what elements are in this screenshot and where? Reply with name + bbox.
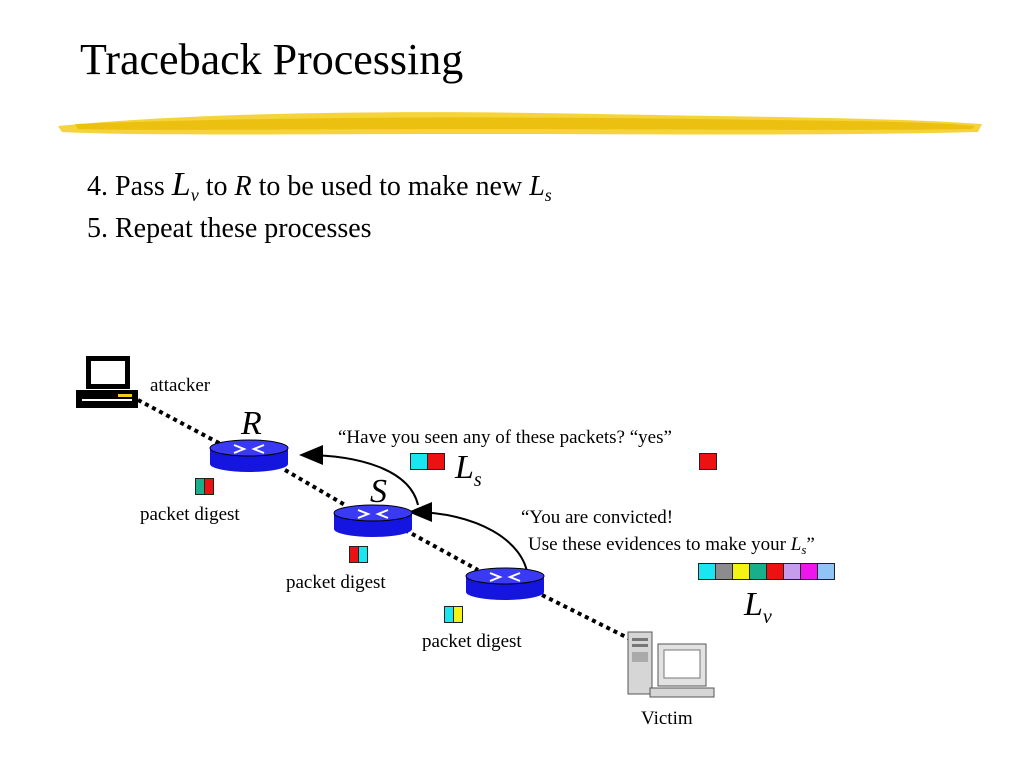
slide-title: Traceback Processing <box>80 35 464 84</box>
packet-digest-v-label: packet digest <box>422 631 522 652</box>
lv-label: Lv <box>744 586 772 628</box>
digest-v-yellow <box>453 606 463 623</box>
step-4: 4. Pass Lv to R to be used to make new L… <box>87 166 552 205</box>
arrow-to-r <box>299 445 419 506</box>
packet-digest-r-label: packet digest <box>140 504 240 525</box>
packet-digest-s-label: packet digest <box>286 572 386 593</box>
answer-line-2: Use these evidences to make your Ls” <box>528 534 815 557</box>
attacker-label: attacker <box>150 375 211 396</box>
lv-packet-cyan <box>698 563 716 580</box>
yes-packet-red <box>699 453 717 470</box>
digest-r-red <box>204 478 214 495</box>
lv-packet-teal <box>749 563 767 580</box>
ls-packet-red <box>427 453 445 470</box>
lv-packet-lavender <box>783 563 801 580</box>
query-question: “Have you seen any of these packets? “ye… <box>338 427 672 448</box>
router-r-label: R <box>241 405 262 442</box>
router-s-label: S <box>370 473 387 510</box>
attacker-computer-icon <box>76 356 138 408</box>
digest-s-cyan <box>358 546 368 563</box>
router-victim-side-icon <box>465 567 545 600</box>
lv-packet-lightblue <box>817 563 835 580</box>
lv-packet-gray <box>715 563 733 580</box>
step-5: 5. Repeat these processes <box>87 213 372 244</box>
router-r-icon <box>209 439 289 472</box>
lv-packet-yellow <box>732 563 750 580</box>
ls-packet-cyan <box>410 453 428 470</box>
lv-packet-red <box>766 563 784 580</box>
ls-label: Ls <box>455 449 482 491</box>
router-s-icon <box>333 504 413 537</box>
answer-line-1: “You are convicted! <box>521 507 674 528</box>
victim-label: Victim <box>641 708 693 729</box>
arrow-to-s <box>408 502 529 579</box>
victim-computer-icon <box>627 631 715 698</box>
lv-packet-magenta <box>800 563 818 580</box>
attack-path <box>137 398 633 642</box>
